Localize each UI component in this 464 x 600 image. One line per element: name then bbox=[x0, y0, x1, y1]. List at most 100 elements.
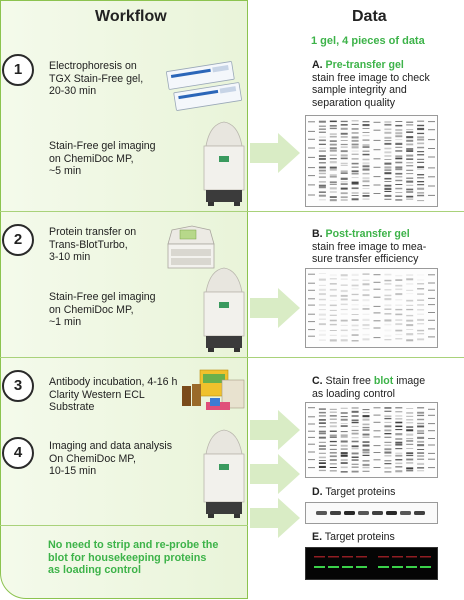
gel-band bbox=[395, 139, 403, 141]
gel-band bbox=[384, 184, 392, 187]
gel-band bbox=[395, 288, 403, 291]
data-a-text: A. Pre-transfer gel stain free image to … bbox=[312, 59, 430, 109]
gel-band bbox=[329, 283, 337, 285]
gel-band bbox=[373, 274, 381, 276]
gel-band bbox=[406, 422, 414, 424]
gel-band bbox=[406, 458, 414, 461]
gel-band bbox=[329, 175, 337, 178]
gel-band bbox=[318, 125, 326, 127]
gel-band bbox=[395, 319, 403, 321]
gel-band bbox=[362, 436, 370, 438]
gel-band bbox=[329, 422, 337, 424]
gel-band bbox=[318, 120, 326, 123]
gel-band bbox=[395, 411, 403, 413]
gel-band bbox=[318, 194, 326, 197]
arrow-d bbox=[250, 454, 300, 494]
gel-band bbox=[417, 444, 425, 447]
red-fluorescent-band bbox=[342, 556, 353, 558]
gel-band bbox=[406, 462, 414, 464]
target-band bbox=[400, 511, 411, 515]
gel-band bbox=[417, 127, 425, 131]
gel-band bbox=[351, 459, 359, 461]
gel-band bbox=[362, 423, 370, 426]
gel-band bbox=[362, 192, 370, 194]
gel-band bbox=[373, 129, 381, 131]
gel-band bbox=[417, 120, 425, 122]
gel-band bbox=[395, 338, 403, 340]
gel-band bbox=[351, 324, 359, 327]
gel-band bbox=[362, 188, 370, 189]
gel-band bbox=[351, 162, 359, 165]
gel-band bbox=[417, 470, 425, 472]
gel-band bbox=[417, 313, 425, 315]
gel-band bbox=[406, 329, 414, 330]
gel-band bbox=[395, 454, 403, 457]
gel-band bbox=[384, 444, 392, 446]
gel-band bbox=[395, 135, 403, 138]
gel-band bbox=[318, 147, 326, 149]
chemidoc-imager-icon bbox=[203, 121, 245, 206]
gel-band bbox=[417, 142, 425, 145]
gel-band bbox=[362, 134, 370, 137]
gel-band bbox=[384, 194, 392, 197]
gel-band bbox=[362, 333, 370, 336]
gel-band bbox=[428, 452, 435, 454]
gel-band bbox=[395, 284, 403, 287]
gel-band bbox=[308, 298, 315, 300]
gel-band bbox=[329, 418, 337, 420]
gel-band bbox=[308, 184, 315, 186]
gel-band bbox=[351, 314, 359, 315]
gel-band bbox=[428, 423, 435, 425]
gel-band bbox=[406, 293, 414, 295]
gel-band bbox=[417, 422, 425, 425]
gel-band bbox=[406, 131, 414, 133]
gel-band bbox=[384, 166, 392, 169]
gel-band bbox=[329, 166, 337, 169]
gel-band bbox=[308, 329, 315, 331]
gel-band bbox=[340, 462, 348, 464]
workflow-header: Workflow bbox=[95, 8, 167, 25]
gel-band bbox=[340, 181, 348, 183]
gel-band bbox=[351, 407, 359, 409]
gel-band bbox=[351, 308, 359, 310]
gel-band bbox=[417, 132, 425, 135]
gel-band bbox=[318, 441, 326, 443]
gel-band bbox=[340, 324, 348, 326]
gel-band bbox=[428, 194, 435, 196]
step-3-text: Antibody incubation, 4-16 h Clarity West… bbox=[49, 376, 178, 413]
gel-band bbox=[395, 462, 403, 465]
separator-2 bbox=[0, 357, 464, 358]
gel-band bbox=[340, 172, 348, 174]
gel-band bbox=[318, 284, 326, 286]
gel-band bbox=[373, 436, 381, 438]
gel-band bbox=[351, 279, 359, 281]
gel-band bbox=[340, 454, 348, 457]
gel-band bbox=[373, 445, 381, 447]
gel-band bbox=[395, 129, 403, 132]
step-1b-text: Stain-Free gel imaging on ChemiDoc MP, ~… bbox=[49, 140, 156, 177]
gel-band bbox=[308, 467, 315, 469]
gel-band bbox=[417, 338, 425, 341]
gel-band bbox=[318, 169, 326, 172]
gel-band bbox=[351, 293, 359, 296]
gel-band bbox=[428, 176, 435, 178]
gel-band bbox=[428, 430, 435, 432]
gel-band bbox=[362, 180, 370, 183]
step-1-circle: 1 bbox=[2, 54, 34, 86]
gel-band bbox=[417, 168, 425, 170]
separator-1 bbox=[0, 211, 464, 212]
gel-band bbox=[308, 167, 315, 169]
gel-band bbox=[351, 440, 359, 443]
gel-band bbox=[340, 192, 348, 195]
gel-band bbox=[417, 333, 425, 335]
gel-band bbox=[384, 177, 392, 180]
gel-band bbox=[318, 462, 326, 464]
gel-band bbox=[428, 148, 435, 149]
gel-band bbox=[308, 451, 315, 453]
gel-band bbox=[406, 304, 414, 306]
gel-band bbox=[340, 339, 348, 342]
gel-band bbox=[318, 150, 326, 152]
gel-band bbox=[373, 452, 381, 453]
gel-band bbox=[329, 434, 337, 436]
gel-band bbox=[384, 273, 392, 276]
